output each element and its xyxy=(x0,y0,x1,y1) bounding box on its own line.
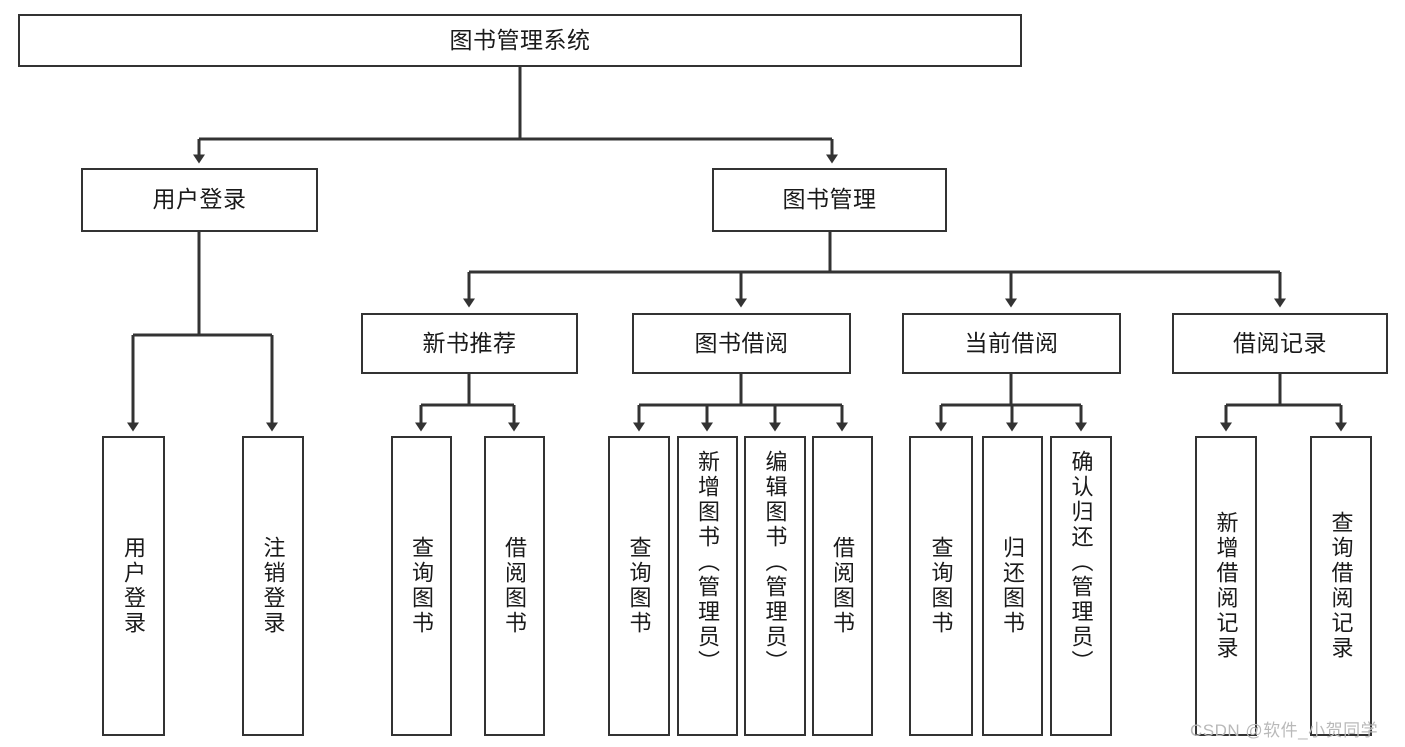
node-current-borrow-label: 当前借阅 xyxy=(964,329,1059,356)
csdn-watermark: CSDN @软件_小贺同学 xyxy=(1190,721,1379,740)
node-borrow-record[interactable]: 借阅记录 xyxy=(1172,313,1388,374)
leaf-borrow-book-2-label: 借阅图书 xyxy=(830,536,856,636)
leaf-user-login-label: 用户登录 xyxy=(121,536,147,636)
leaf-add-borrow-record[interactable]: 新增借阅记录 xyxy=(1195,436,1257,736)
leaf-user-login[interactable]: 用户登录 xyxy=(102,436,165,736)
node-user-login[interactable]: 用户登录 xyxy=(81,168,318,232)
node-book-borrow-label: 图书借阅 xyxy=(694,329,789,356)
node-user-login-label: 用户登录 xyxy=(152,186,247,213)
node-book-manage[interactable]: 图书管理 xyxy=(712,168,947,232)
leaf-return-book-label: 归还图书 xyxy=(1000,536,1026,636)
node-current-borrow[interactable]: 当前借阅 xyxy=(902,313,1121,374)
leaf-query-book-2-label: 查询图书 xyxy=(626,536,652,636)
leaf-confirm-return[interactable]: 确认归还（管理员） xyxy=(1050,436,1112,736)
leaf-return-book[interactable]: 归还图书 xyxy=(982,436,1043,736)
leaf-add-book-label: 新增图书（管理员） xyxy=(695,450,721,675)
edge-group-new-book-rec xyxy=(415,374,520,432)
leaf-edit-book-label: 编辑图书（管理员） xyxy=(762,450,788,675)
leaf-logout-label: 注销登录 xyxy=(260,536,286,636)
leaf-edit-book[interactable]: 编辑图书（管理员） xyxy=(744,436,806,736)
leaf-borrow-book-1-label: 借阅图书 xyxy=(502,536,528,636)
edge-group-borrow-record xyxy=(1220,374,1347,432)
leaf-query-book-3-label: 查询图书 xyxy=(928,536,954,636)
edge-group-current-borrow xyxy=(935,374,1087,432)
leaf-query-book-2[interactable]: 查询图书 xyxy=(608,436,670,736)
leaf-query-borrow-record-label: 查询借阅记录 xyxy=(1328,511,1354,661)
leaf-add-borrow-record-label: 新增借阅记录 xyxy=(1213,511,1239,661)
leaf-borrow-book-2[interactable]: 借阅图书 xyxy=(812,436,873,736)
node-book-manage-label: 图书管理 xyxy=(782,186,877,213)
node-borrow-record-label: 借阅记录 xyxy=(1233,329,1327,356)
node-root[interactable]: 图书管理系统 xyxy=(18,14,1022,67)
node-book-borrow[interactable]: 图书借阅 xyxy=(632,313,851,374)
edge-group-book-borrow xyxy=(633,374,848,432)
edge-group-book-manage xyxy=(463,232,1286,308)
leaf-query-borrow-record[interactable]: 查询借阅记录 xyxy=(1310,436,1372,736)
leaf-logout[interactable]: 注销登录 xyxy=(242,436,304,736)
leaf-query-book-1-label: 查询图书 xyxy=(409,536,435,636)
node-new-book-recommend-label: 新书推荐 xyxy=(422,329,517,356)
node-root-label: 图书管理系统 xyxy=(449,26,591,53)
leaf-confirm-return-label: 确认归还（管理员） xyxy=(1068,450,1094,675)
edge-group-user-login xyxy=(127,232,278,432)
leaf-query-book-3[interactable]: 查询图书 xyxy=(909,436,973,736)
leaf-query-book-1[interactable]: 查询图书 xyxy=(391,436,452,736)
leaf-add-book[interactable]: 新增图书（管理员） xyxy=(677,436,738,736)
leaf-borrow-book-1[interactable]: 借阅图书 xyxy=(484,436,545,736)
node-new-book-recommend[interactable]: 新书推荐 xyxy=(361,313,578,374)
edge-group-root xyxy=(193,67,838,164)
